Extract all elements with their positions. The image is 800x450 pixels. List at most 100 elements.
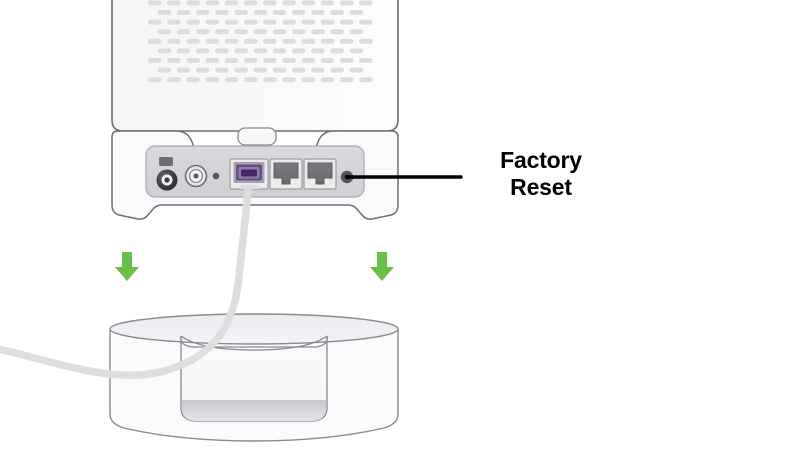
insert-arrow-left: [115, 252, 139, 281]
vent-dash: [359, 77, 373, 83]
vent-dash: [157, 67, 172, 73]
vent-dash: [311, 48, 325, 54]
vent-dash: [234, 10, 248, 15]
vent-dash: [148, 19, 162, 25]
vent-dash: [205, 38, 220, 44]
vent-dash: [340, 0, 354, 6]
vent-dash: [167, 19, 181, 25]
coax-connector: [184, 164, 208, 188]
vent-dash: [148, 58, 162, 63]
vent-dash: [282, 0, 296, 6]
vent-dash: [320, 19, 335, 25]
vent-dash: [186, 77, 200, 83]
vent-dash: [176, 67, 191, 73]
vent-dash: [253, 67, 268, 73]
stand-slot: [180, 335, 328, 422]
vent-dash: [253, 10, 268, 15]
vent-dash: [244, 19, 258, 25]
vent-dash: [205, 58, 220, 63]
vent-dash: [263, 0, 277, 6]
vent-dash: [320, 38, 335, 44]
power-jack: [156, 169, 178, 191]
vent-dash: [167, 77, 181, 83]
vent-dash: [224, 77, 239, 83]
vent-dash: [263, 77, 277, 83]
vent-dash: [311, 67, 325, 73]
vent-dash: [292, 10, 306, 15]
vent-dash: [244, 38, 258, 44]
factory-reset-label: Factory Reset: [500, 147, 582, 200]
vent-dash: [282, 19, 296, 25]
vent-dash: [157, 48, 172, 54]
vent-dash: [224, 19, 239, 25]
vent-dash: [340, 58, 354, 63]
status-led: [212, 172, 220, 180]
vent-dash: [176, 10, 191, 15]
vent-dash: [292, 48, 306, 54]
vent-dash: [330, 67, 344, 73]
vent-dash: [292, 67, 306, 73]
ethernet-port-1: [269, 158, 303, 190]
vent-dash: [157, 29, 172, 35]
stand-slot-floor: [182, 400, 326, 421]
vent-dash: [253, 48, 268, 54]
vent-dash: [196, 29, 210, 35]
vent-dash: [349, 48, 364, 54]
vent-dash: [167, 38, 181, 44]
router-rear-section: [111, 127, 399, 220]
panel-marking: [159, 157, 173, 166]
vent-dash: [301, 38, 316, 44]
moca-cable: [0, 185, 252, 379]
vent-dash: [224, 58, 239, 63]
vent-dash: [196, 67, 210, 73]
vent-dash: [186, 38, 200, 44]
vent-dash: [234, 29, 248, 35]
vent-dash: [349, 29, 364, 35]
ethernet-port-2: [303, 158, 337, 190]
vent-dash: [330, 10, 344, 15]
vent-dash: [224, 0, 239, 6]
vent-dash: [196, 48, 210, 54]
vent-dash: [359, 58, 373, 63]
vent-dash: [244, 58, 258, 63]
vent-dash: [186, 58, 200, 63]
vent-dash: [253, 29, 268, 35]
vent-dash: [196, 10, 210, 15]
vent-dash: [320, 0, 335, 6]
vent-dash: [205, 77, 220, 83]
vent-dash: [272, 67, 287, 73]
vent-dash: [330, 29, 344, 35]
vent-dash: [282, 77, 296, 83]
vent-dash: [224, 38, 239, 44]
vent-dash: [234, 48, 248, 54]
vent-dash: [311, 29, 325, 35]
vent-dash: [359, 38, 373, 44]
vent-dash: [272, 29, 287, 35]
router-body: [111, 0, 399, 132]
vent-dash: [148, 77, 162, 83]
vent-dash: [244, 0, 258, 6]
vent-dash: [186, 0, 200, 6]
vent-dash: [349, 67, 364, 73]
vent-dash: [349, 10, 364, 15]
vent-dash: [167, 58, 181, 63]
vent-dash: [186, 19, 200, 25]
vent-dash: [148, 0, 162, 6]
router-stand: [109, 313, 399, 442]
vent-dash: [176, 29, 191, 35]
vent-dash: [215, 67, 229, 73]
vent-dash: [330, 48, 344, 54]
vent-dash: [176, 48, 191, 54]
vent-dash: [340, 38, 354, 44]
vent-dash: [340, 77, 354, 83]
vent-dash: [205, 19, 220, 25]
vent-dash: [263, 38, 277, 44]
vent-dash: [320, 77, 335, 83]
vent-dash: [320, 58, 335, 63]
vent-dash: [244, 77, 258, 83]
vent-dash: [205, 0, 220, 6]
vent-dash: [301, 19, 316, 25]
stand-top: [109, 313, 399, 345]
